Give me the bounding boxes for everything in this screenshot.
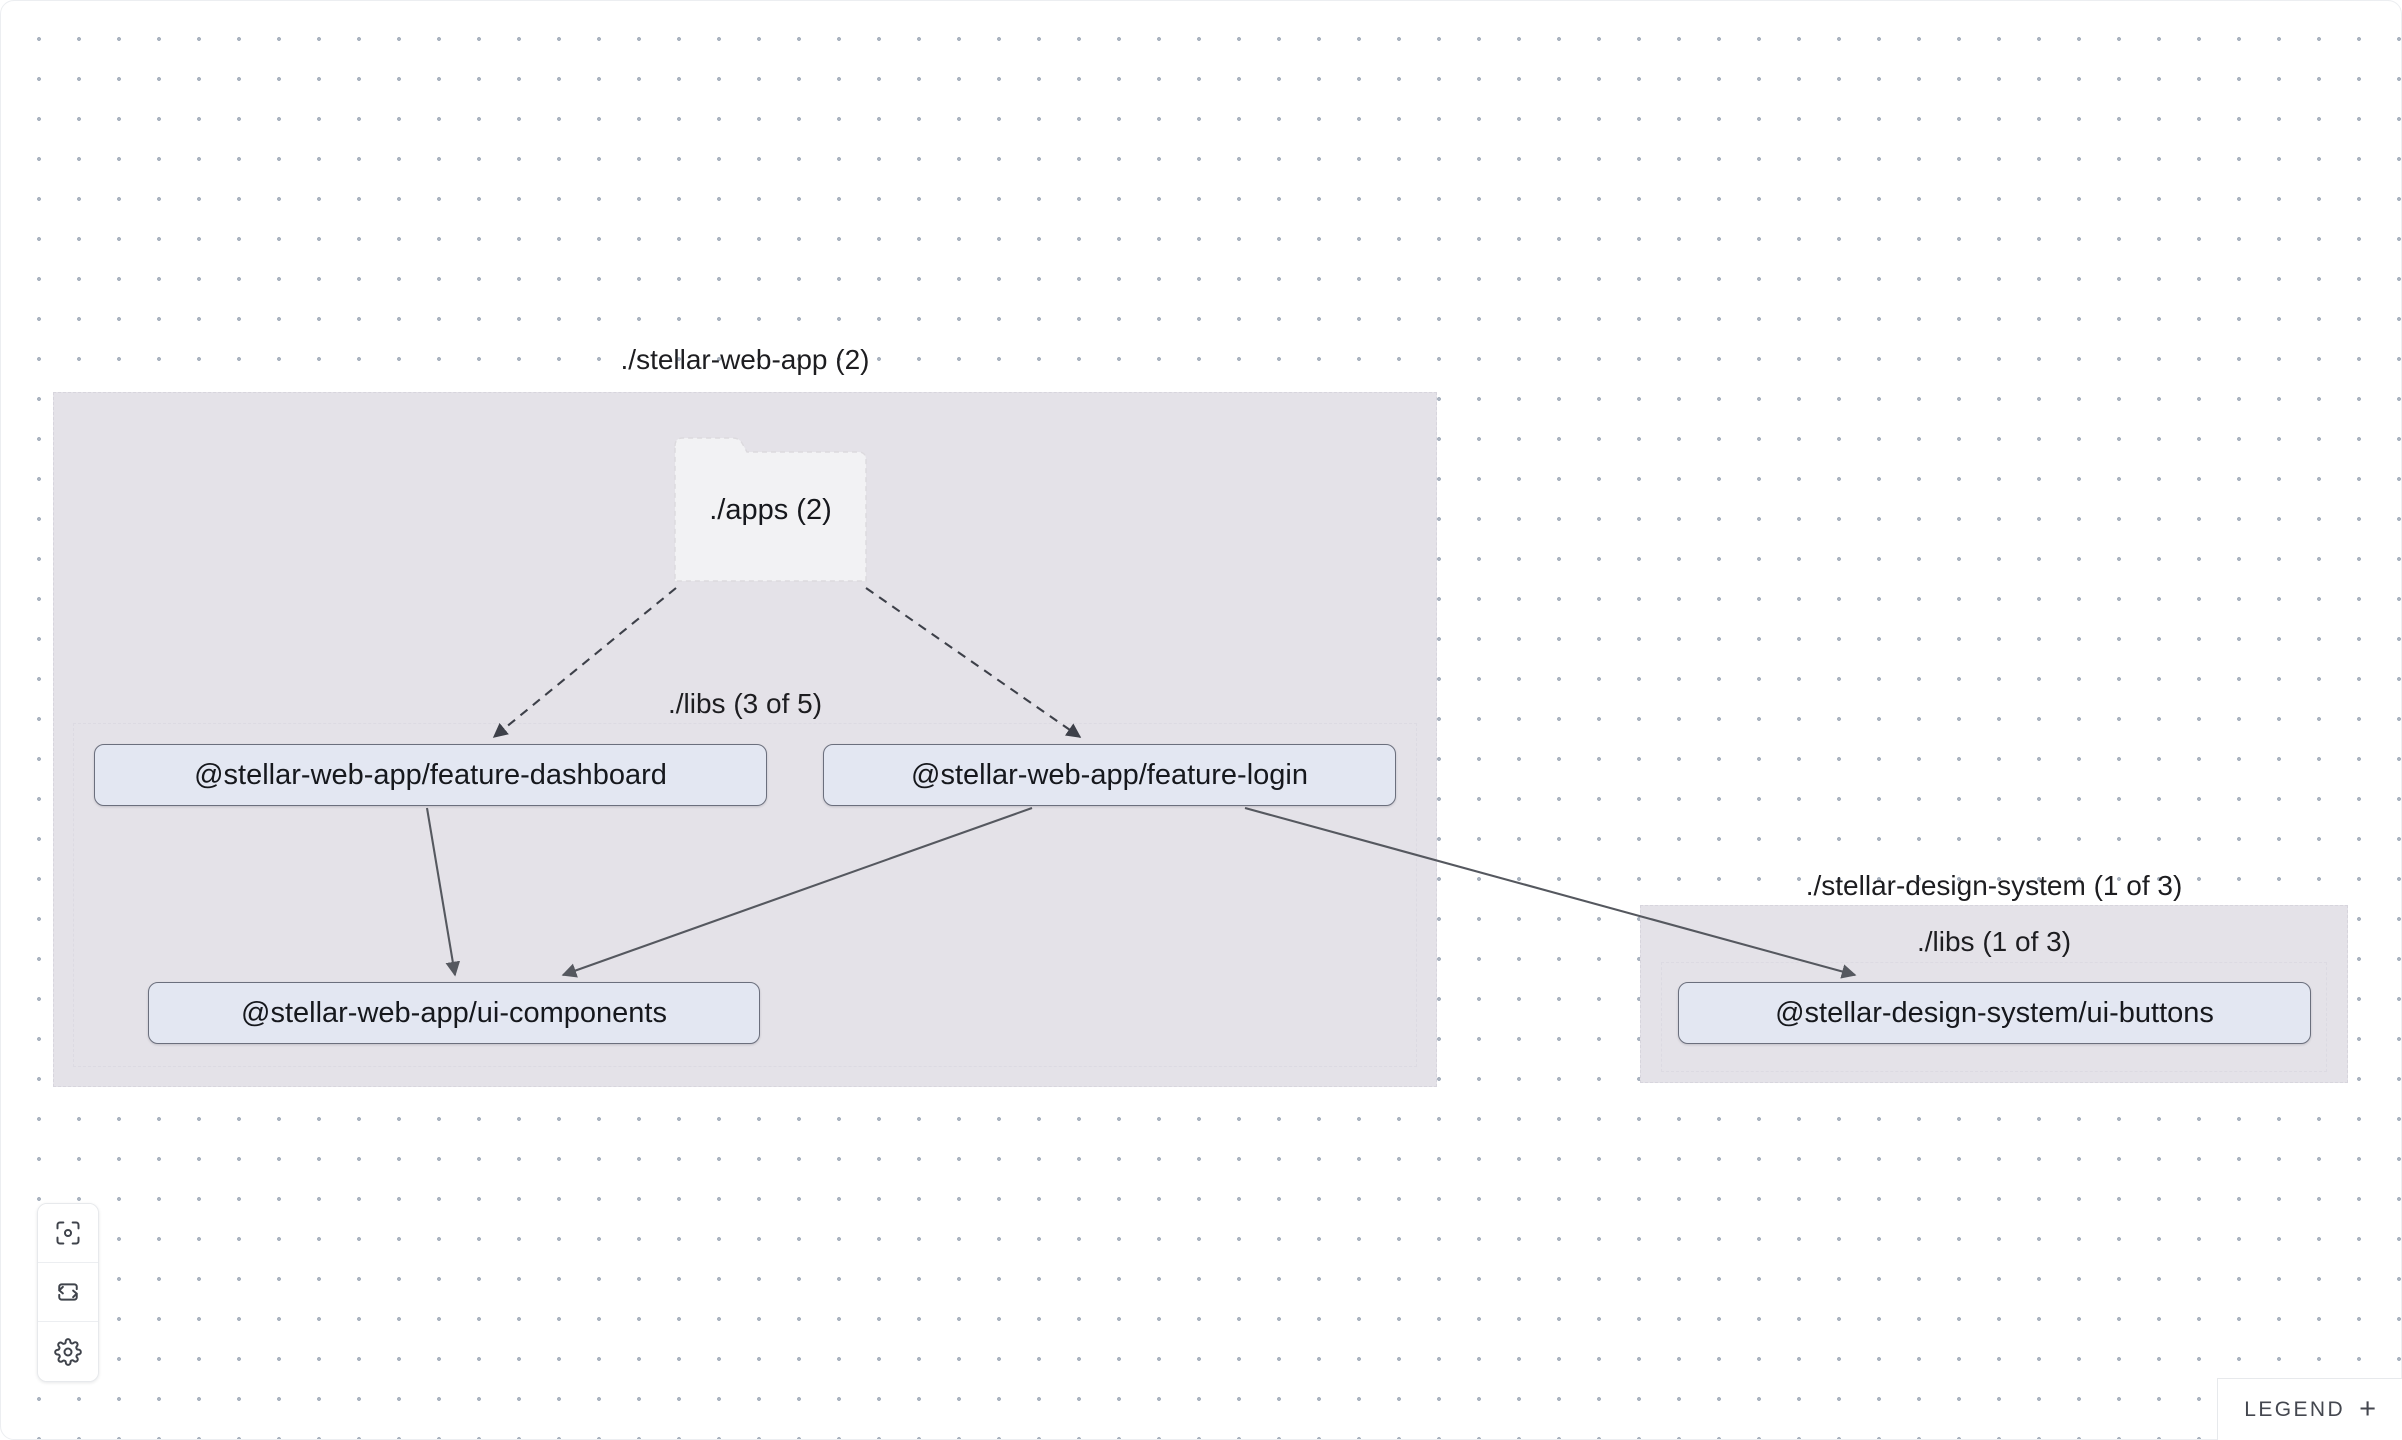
- refresh-graph-button[interactable]: [38, 1263, 98, 1322]
- focus-target-icon: [54, 1219, 82, 1247]
- group-label-stellar-web-app-libs: ./libs (3 of 5): [667, 688, 823, 719]
- node-feature-login[interactable]: @stellar-web-app/feature-login: [823, 744, 1396, 806]
- refresh-icon: [54, 1278, 82, 1306]
- plus-icon: +: [2359, 1393, 2376, 1425]
- node-feature-dashboard[interactable]: @stellar-web-app/feature-dashboard: [94, 744, 767, 806]
- legend-toggle[interactable]: LEGEND +: [2217, 1378, 2402, 1440]
- folder-node-apps[interactable]: ./apps (2): [671, 432, 870, 585]
- graph-controls: [37, 1203, 99, 1382]
- node-ui-components[interactable]: @stellar-web-app/ui-components: [148, 982, 760, 1044]
- focus-graph-button[interactable]: [38, 1204, 98, 1263]
- group-label-stellar-web-app: ./stellar-web-app (2): [620, 344, 870, 375]
- group-label-stellar-design-system: ./stellar-design-system (1 of 3): [1805, 870, 2183, 901]
- legend-label: LEGEND: [2244, 1397, 2346, 1421]
- folder-shape-icon: [674, 437, 867, 582]
- group-label-stellar-design-system-libs: ./libs (1 of 3): [1916, 926, 2072, 957]
- node-ui-buttons[interactable]: @stellar-design-system/ui-buttons: [1678, 982, 2311, 1044]
- settings-button[interactable]: [38, 1322, 98, 1381]
- gear-icon: [54, 1337, 82, 1366]
